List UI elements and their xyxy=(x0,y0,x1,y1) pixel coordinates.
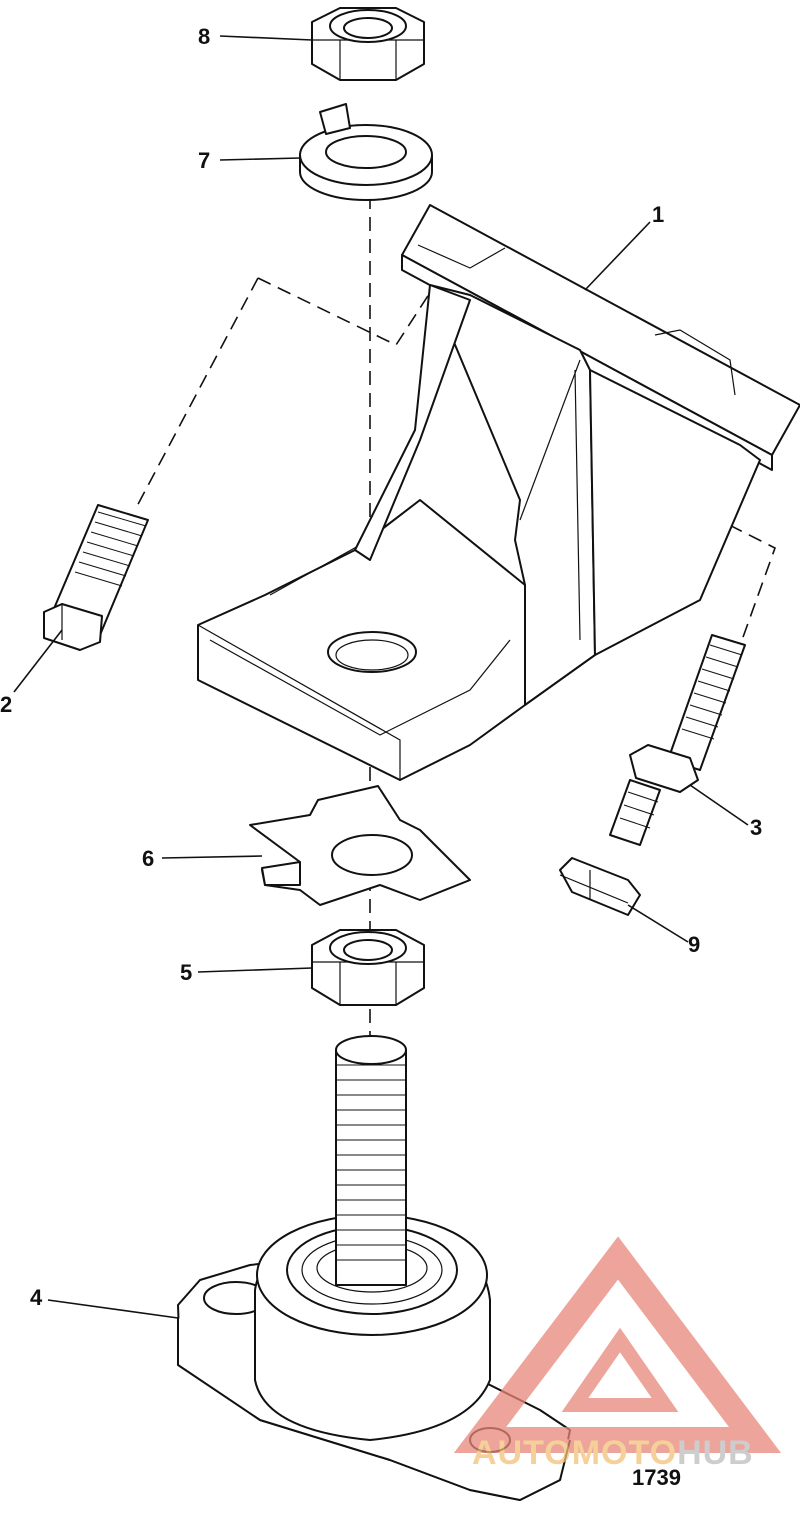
part-7-lock-washer xyxy=(299,103,433,201)
callout-6: 6 xyxy=(142,846,154,871)
part-9-small-nut xyxy=(559,857,641,916)
watermark-triangle-inner xyxy=(561,1327,679,1412)
part-4-engine-mount xyxy=(177,1035,571,1501)
callout-2: 2 xyxy=(0,692,12,717)
watermark-word-part2: HUB xyxy=(677,1434,754,1472)
callout-8: 8 xyxy=(198,24,210,49)
automotohub-watermark: AUTOMOTOHUB xyxy=(453,1236,782,1472)
part-3-stud xyxy=(609,634,746,846)
callout-3: 3 xyxy=(750,815,762,840)
callout-4: 4 xyxy=(30,1285,43,1310)
part-5-hex-nut xyxy=(311,929,425,1006)
callout-5: 5 xyxy=(180,960,192,985)
callout-7: 7 xyxy=(198,148,210,173)
svg-text:AUTOMOTOHUB: AUTOMOTOHUB xyxy=(472,1434,754,1472)
watermark-triangle-outer xyxy=(453,1236,782,1453)
part-1-mounting-bracket xyxy=(197,204,800,781)
callout-9: 9 xyxy=(688,932,700,957)
watermark-word-part1: AUTOMOTO xyxy=(472,1434,677,1472)
callout-labels: 8 7 1 2 3 6 9 5 4 xyxy=(0,24,762,1310)
part-8-hex-nut xyxy=(311,7,425,81)
leader-lines xyxy=(13,35,749,1319)
figure-number: 1739 xyxy=(632,1465,681,1490)
callout-1: 1 xyxy=(652,202,664,227)
part-2-bolt xyxy=(43,504,149,651)
part-6-tab-washer xyxy=(249,785,471,906)
